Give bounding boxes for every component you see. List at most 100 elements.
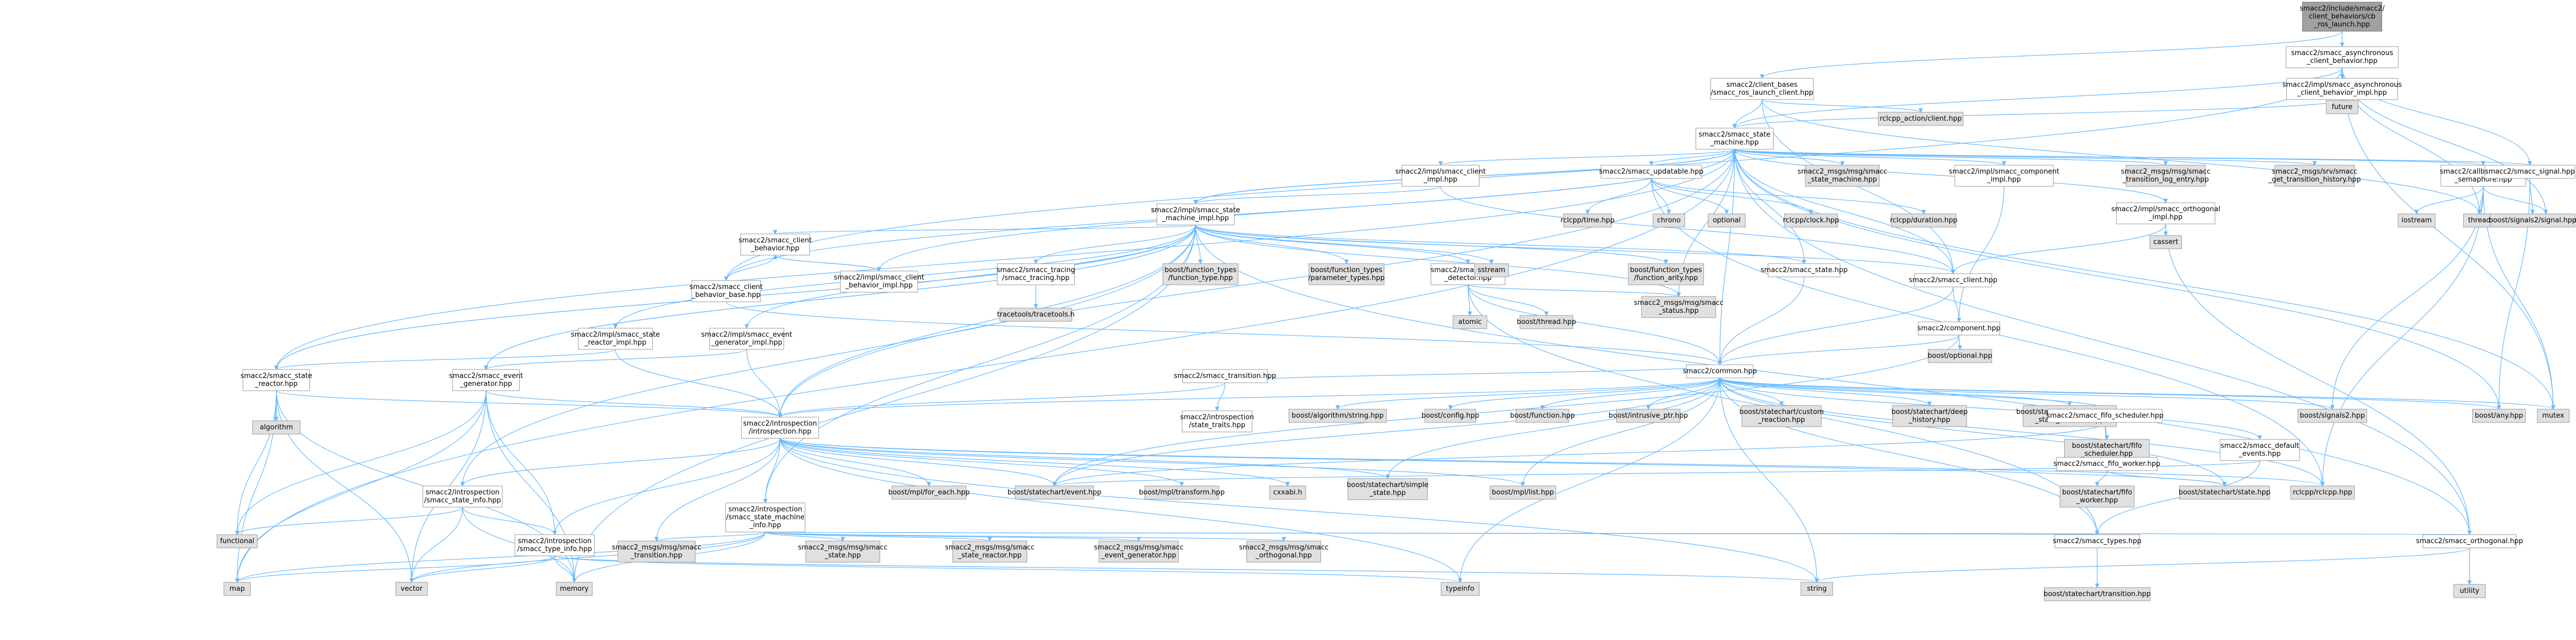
node-atomic[interactable]: atomic [1452, 315, 1487, 329]
node-default-events[interactable]: smacc2/smacc_default_events.hpp [2220, 439, 2300, 461]
node-component[interactable]: smacc2/component.hpp [1918, 321, 2001, 336]
node-balgo-string[interactable]: boost/algorithm/string.hpp [1288, 409, 1387, 423]
node-msg-tle[interactable]: smacc2_msgs/msg/smacc_transition_log_ent… [2121, 165, 2210, 187]
node-box [1891, 213, 1957, 228]
node-msg-transition[interactable]: smacc2_msgs/msg/smacc_transition.hpp [612, 540, 701, 563]
node-state-traits[interactable]: smacc2/introspection/state_traits.hpp [1180, 410, 1254, 432]
node-rclcpp-action[interactable]: rclcpp_action/client.hpp [1878, 112, 1964, 126]
node-rclcpp-clock[interactable]: rclcpp/clock.hpp [1783, 213, 1839, 228]
node-bft-arity[interactable]: boost/function_types/function_arity.hpp [1628, 263, 1704, 285]
node-mutex[interactable]: mutex [2537, 409, 2570, 423]
node-cxxabi[interactable]: cxxabi.h [1269, 485, 1306, 500]
node-root[interactable]: smacc2/include/smacc2/client_behaviors/c… [2299, 2, 2385, 32]
node-bsc-event[interactable]: boost/statechart/event.hpp [1008, 485, 1101, 500]
node-bsc-custom[interactable]: boost/statechart/custom_reaction.hpp [1740, 405, 1824, 427]
node-box [2044, 587, 2151, 601]
node-functional[interactable]: functional [217, 534, 258, 548]
node-async[interactable]: smacc2/smacc_asynchronous_client_behavio… [2286, 46, 2399, 68]
node-cassert[interactable]: cassert [2150, 235, 2182, 249]
node-bmpl-foreach[interactable]: boost/mpl/for_each.hpp [888, 485, 970, 500]
node-srv-gth[interactable]: smacc2_msgs/srv/smacc_get_transition_his… [2268, 165, 2361, 187]
node-bsc-state[interactable]: boost/statechart/state.hpp [2179, 485, 2270, 500]
node-type-info[interactable]: smacc2/introspection/smacc_type_info.hpp [514, 534, 595, 556]
node-msg-status[interactable]: smacc2_msgs/msg/smacc_status.hpp [1634, 296, 1724, 318]
node-sm-impl[interactable]: smacc2/impl/smacc_state_machine_impl.hpp [1151, 203, 1240, 226]
node-bintrusive[interactable]: boost/intrusive_ptr.hpp [1609, 409, 1688, 423]
node-orthogonal-impl[interactable]: smacc2/impl/smacc_orthogonal_impl.hpp [2111, 202, 2221, 224]
node-tracetools[interactable]: tracetools/tracetools.h [997, 308, 1075, 322]
node-chrono[interactable]: chrono [1653, 213, 1686, 228]
edge-common-to-fifo-scheduler [1719, 377, 2107, 410]
node-optional[interactable]: optional [1708, 213, 1746, 228]
node-box [1474, 263, 1509, 277]
node-event-generator[interactable]: smacc2/smacc_event_generator.hpp [449, 369, 523, 391]
node-bmpl-transform[interactable]: boost/mpl/transform.hpp [1139, 485, 1225, 500]
node-label-line: smacc2_msgs/msg/smacc [1094, 544, 1183, 552]
node-state-machine[interactable]: smacc2/smacc_state_machine.hpp [1696, 128, 1773, 150]
node-bsc-transition[interactable]: boost/statechart/transition.hpp [2044, 587, 2151, 601]
node-bft-type[interactable]: boost/function_types/function_type.hpp [1162, 263, 1238, 285]
node-bmpl-list[interactable]: boost/mpl/list.hpp [1490, 485, 1556, 500]
node-smacc-types[interactable]: smacc2/smacc_types.hpp [2053, 534, 2142, 548]
node-bfunction[interactable]: boost/function.hpp [1510, 409, 1575, 423]
node-state[interactable]: smacc2/smacc_state.hpp [1761, 263, 1848, 277]
node-msg-event-gen[interactable]: smacc2_msgs/msg/smacc_event_generator.hp… [1094, 540, 1183, 563]
node-client[interactable]: smacc2/smacc_client.hpp [1909, 273, 1998, 287]
node-bsignals2[interactable]: boost/signals2.hpp [2297, 409, 2367, 423]
node-bsc-simple-state[interactable]: boost/statechart/simple_state.hpp [1347, 478, 1429, 500]
node-map[interactable]: map [224, 582, 251, 596]
node-fifo-scheduler[interactable]: smacc2/smacc_fifo_scheduler.hpp [2046, 409, 2163, 423]
node-transition[interactable]: smacc2/smacc_transition.hpp [1174, 369, 1276, 383]
node-tracing[interactable]: smacc2/smacc_tracing/smacc_tracing.hpp [996, 263, 1075, 285]
node-async-impl[interactable]: smacc2/impl/smacc_asynchronous_client_be… [2283, 78, 2402, 100]
node-cb-impl[interactable]: smacc2/impl/smacc_client_behavior_impl.h… [834, 271, 924, 293]
node-box [2537, 409, 2570, 423]
node-algorithm[interactable]: algorithm [252, 420, 301, 435]
node-iostream[interactable]: iostream [2397, 213, 2436, 228]
node-client-impl[interactable]: smacc2/impl/smacc_client_impl.hpp [1395, 165, 1486, 187]
node-component-impl[interactable]: smacc2/impl/smacc_component_impl.hpp [1949, 165, 2060, 187]
node-bsc-deep[interactable]: boost/statechart/deep_history.hpp [1892, 405, 1968, 427]
node-box [2116, 202, 2215, 224]
node-rclcpp-time[interactable]: rclcpp/time.hpp [1561, 213, 1615, 228]
node-signal[interactable]: smacc2/smacc_signal.hpp [2484, 165, 2575, 179]
node-string[interactable]: string [1800, 582, 1833, 596]
node-future[interactable]: future [2326, 100, 2358, 114]
node-box [2302, 2, 2382, 32]
node-updatable[interactable]: smacc2/smacc_updatable.hpp [1599, 165, 1704, 179]
node-client-behavior-base[interactable]: smacc2/smacc_client_behavior_base.hpp [690, 280, 763, 302]
node-client-behavior[interactable]: smacc2/smacc_client_behavior.hpp [738, 233, 812, 256]
node-boost-signals2-signal[interactable]: boost/signals2/signal.hpp [2489, 213, 2576, 228]
node-introspection[interactable]: smacc2/introspection/introspection.hpp [741, 417, 819, 439]
node-memory[interactable]: memory [556, 582, 593, 596]
node-ssmi[interactable]: smacc2/introspection/smacc_state_machine… [725, 502, 806, 533]
edge-state-machine-to-smacc-orthogonal [1734, 149, 2472, 535]
node-msg-state[interactable]: smacc2_msgs/msg/smacc_state.hpp [798, 540, 888, 563]
node-msg-state-reactor[interactable]: smacc2_msgs/msg/smacc_state_reactor.hpp [945, 540, 1035, 563]
node-sstream[interactable]: sstream [1474, 263, 1509, 277]
node-vector[interactable]: vector [395, 582, 428, 596]
node-label-line: vector [400, 585, 423, 593]
node-client-bases[interactable]: smacc2/client_bases/smacc_ros_launch_cli… [1710, 78, 1814, 100]
node-smacc-orthogonal[interactable]: smacc2/smacc_orthogonal.hpp [2416, 534, 2523, 548]
node-common[interactable]: smacc2/common.hpp [1683, 364, 1757, 378]
node-bsc-fifo-worker[interactable]: boost/statechart/fifo_worker.hpp [2060, 485, 2135, 508]
node-rclcpp-duration[interactable]: rclcpp/duration.hpp [1890, 213, 1957, 228]
node-boost-optional[interactable]: boost/optional.hpp [1928, 349, 1992, 363]
node-bconfig[interactable]: boost/config.hpp [1421, 409, 1479, 423]
node-rclcpp[interactable]: rclcpp/rclcpp.hpp [2290, 485, 2355, 500]
node-boost-thread[interactable]: boost/thread.hpp [1517, 315, 1576, 329]
node-ssi[interactable]: smacc2/introspection/smacc_state_info.hp… [422, 485, 503, 508]
node-state-reactor-impl[interactable]: smacc2/impl/smacc_state_reactor_impl.hpp [571, 328, 660, 350]
node-typeinfo[interactable]: typeinfo [1441, 582, 1479, 596]
node-msg-sm[interactable]: smacc2_msgs/msg/smacc_state_machine.hpp [1797, 165, 1887, 187]
node-event-gen-impl[interactable]: smacc2/impl/smacc_event_generator_impl.h… [701, 328, 792, 350]
node-bft-param[interactable]: boost/function_types/parameter_types.hpp [1308, 263, 1385, 285]
node-msg-orthogonal[interactable]: smacc2_msgs/msg/smacc_orthogonal.hpp [1239, 540, 1329, 563]
edge-event-generator-to-type-info [486, 390, 557, 535]
node-bany[interactable]: boost/any.hpp [2472, 409, 2526, 423]
node-state-reactor[interactable]: smacc2/smacc_state_reactor.hpp [240, 369, 312, 391]
node-bsc-fifo-sched[interactable]: boost/statechart/fifo_scheduler.hpp [2064, 439, 2150, 461]
node-utility[interactable]: utility [2453, 584, 2486, 598]
node-fifo-worker[interactable]: smacc2/smacc_fifo_worker.hpp [2054, 457, 2161, 471]
